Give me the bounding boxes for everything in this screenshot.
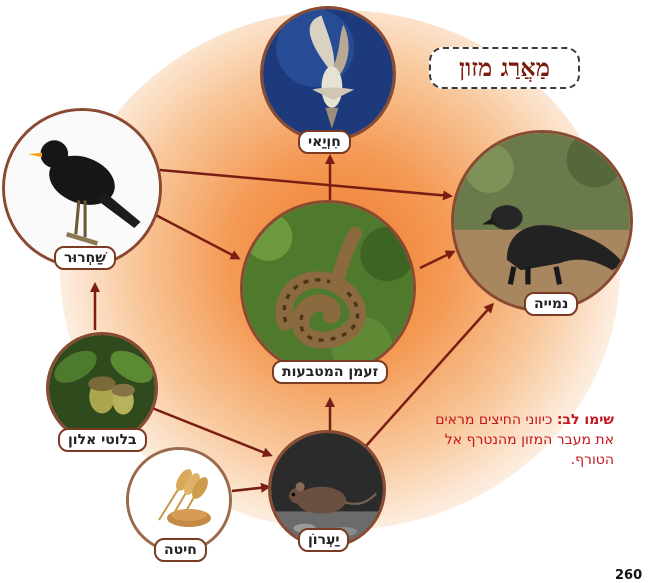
arrow-direction-note: שימו לב: כיווני החיצים מראים את מעבר המז… — [414, 410, 614, 470]
mongoose-label: נמייה — [524, 292, 579, 316]
acorn-icon — [49, 335, 155, 441]
arrow-acorns-to-mouse — [151, 406, 273, 458]
note-lead: שימו לב: — [556, 412, 614, 428]
blackbird-label: שַׁחְרוּר — [54, 246, 116, 270]
acorns-label: בלוטי אלון — [58, 428, 147, 452]
arrow-blackbird-to-viper — [149, 210, 241, 260]
mongoose-photo — [451, 130, 633, 312]
arrow-mouse-to-mongoose — [365, 302, 494, 447]
blackbird-icon — [5, 111, 159, 265]
hawk-label: חִוְיַאי — [298, 130, 351, 154]
wheat-label: חיטה — [154, 538, 207, 562]
blackbird-photo — [2, 108, 162, 268]
wheat-icon — [129, 450, 229, 550]
arrow-wheat-to-mouse — [231, 482, 271, 493]
mouse-label: יַעְרוֹן — [298, 528, 350, 552]
mouse-icon — [271, 433, 383, 545]
arrow-blackbird-to-mongoose — [159, 168, 453, 201]
hawk-photo — [260, 6, 396, 142]
page-title: מַאֲרַג מזון — [429, 47, 580, 89]
viper-icon — [243, 203, 413, 373]
arrow-viper-to-mongoose — [419, 250, 456, 270]
page-number: 260 — [615, 568, 643, 583]
hawk-icon — [263, 9, 393, 139]
mongoose-icon — [454, 133, 630, 309]
viper-label: זעמן המטבעות — [272, 360, 389, 384]
note-body: כיווני החיצים מראים את מעבר המזון מהנטרף… — [435, 412, 614, 468]
acorns-photo — [46, 332, 158, 444]
viper-photo — [240, 200, 416, 376]
wheat-photo — [126, 447, 232, 553]
